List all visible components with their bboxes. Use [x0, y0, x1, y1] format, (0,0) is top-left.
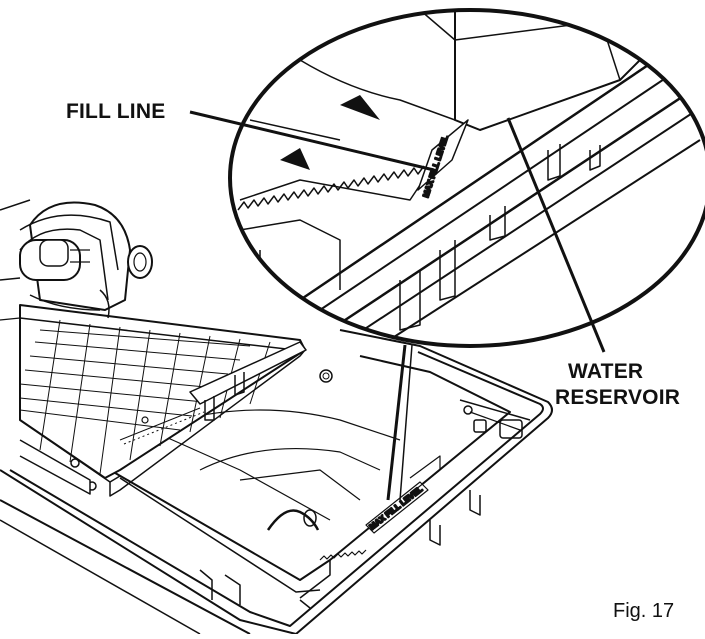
zoom-connector-left — [386, 344, 407, 501]
water-reservoir-leader — [506, 117, 606, 353]
fill-line-leader — [189, 110, 435, 172]
zoom-connector-right — [399, 344, 413, 501]
pump-hose — [266, 509, 320, 531]
callout-water-line2: RESERVOIR — [555, 386, 680, 409]
zoom-circle-outline — [228, 8, 705, 348]
tray-fill-level-sticker: MAX FILL LEVEL — [365, 481, 429, 534]
zoom-fill-line — [237, 165, 425, 211]
tray-fill-level-label: MAX FILL LEVEL — [368, 485, 425, 532]
tray-fill-line — [319, 549, 367, 561]
tray-outer-rim — [0, 329, 553, 635]
callout-water-line1: WATER — [568, 360, 643, 383]
figure-label: Fig. 17 — [613, 600, 674, 622]
saw-body: MAX FILL LEVEL — [0, 199, 553, 635]
callout-fill-line: FILL LINE — [66, 100, 165, 123]
zoom-detail: MAX FILL LEVEL — [237, 10, 701, 346]
blade-guard — [0, 199, 153, 321]
zoom-circle-fill — [230, 10, 705, 346]
cutting-table — [19, 304, 307, 497]
